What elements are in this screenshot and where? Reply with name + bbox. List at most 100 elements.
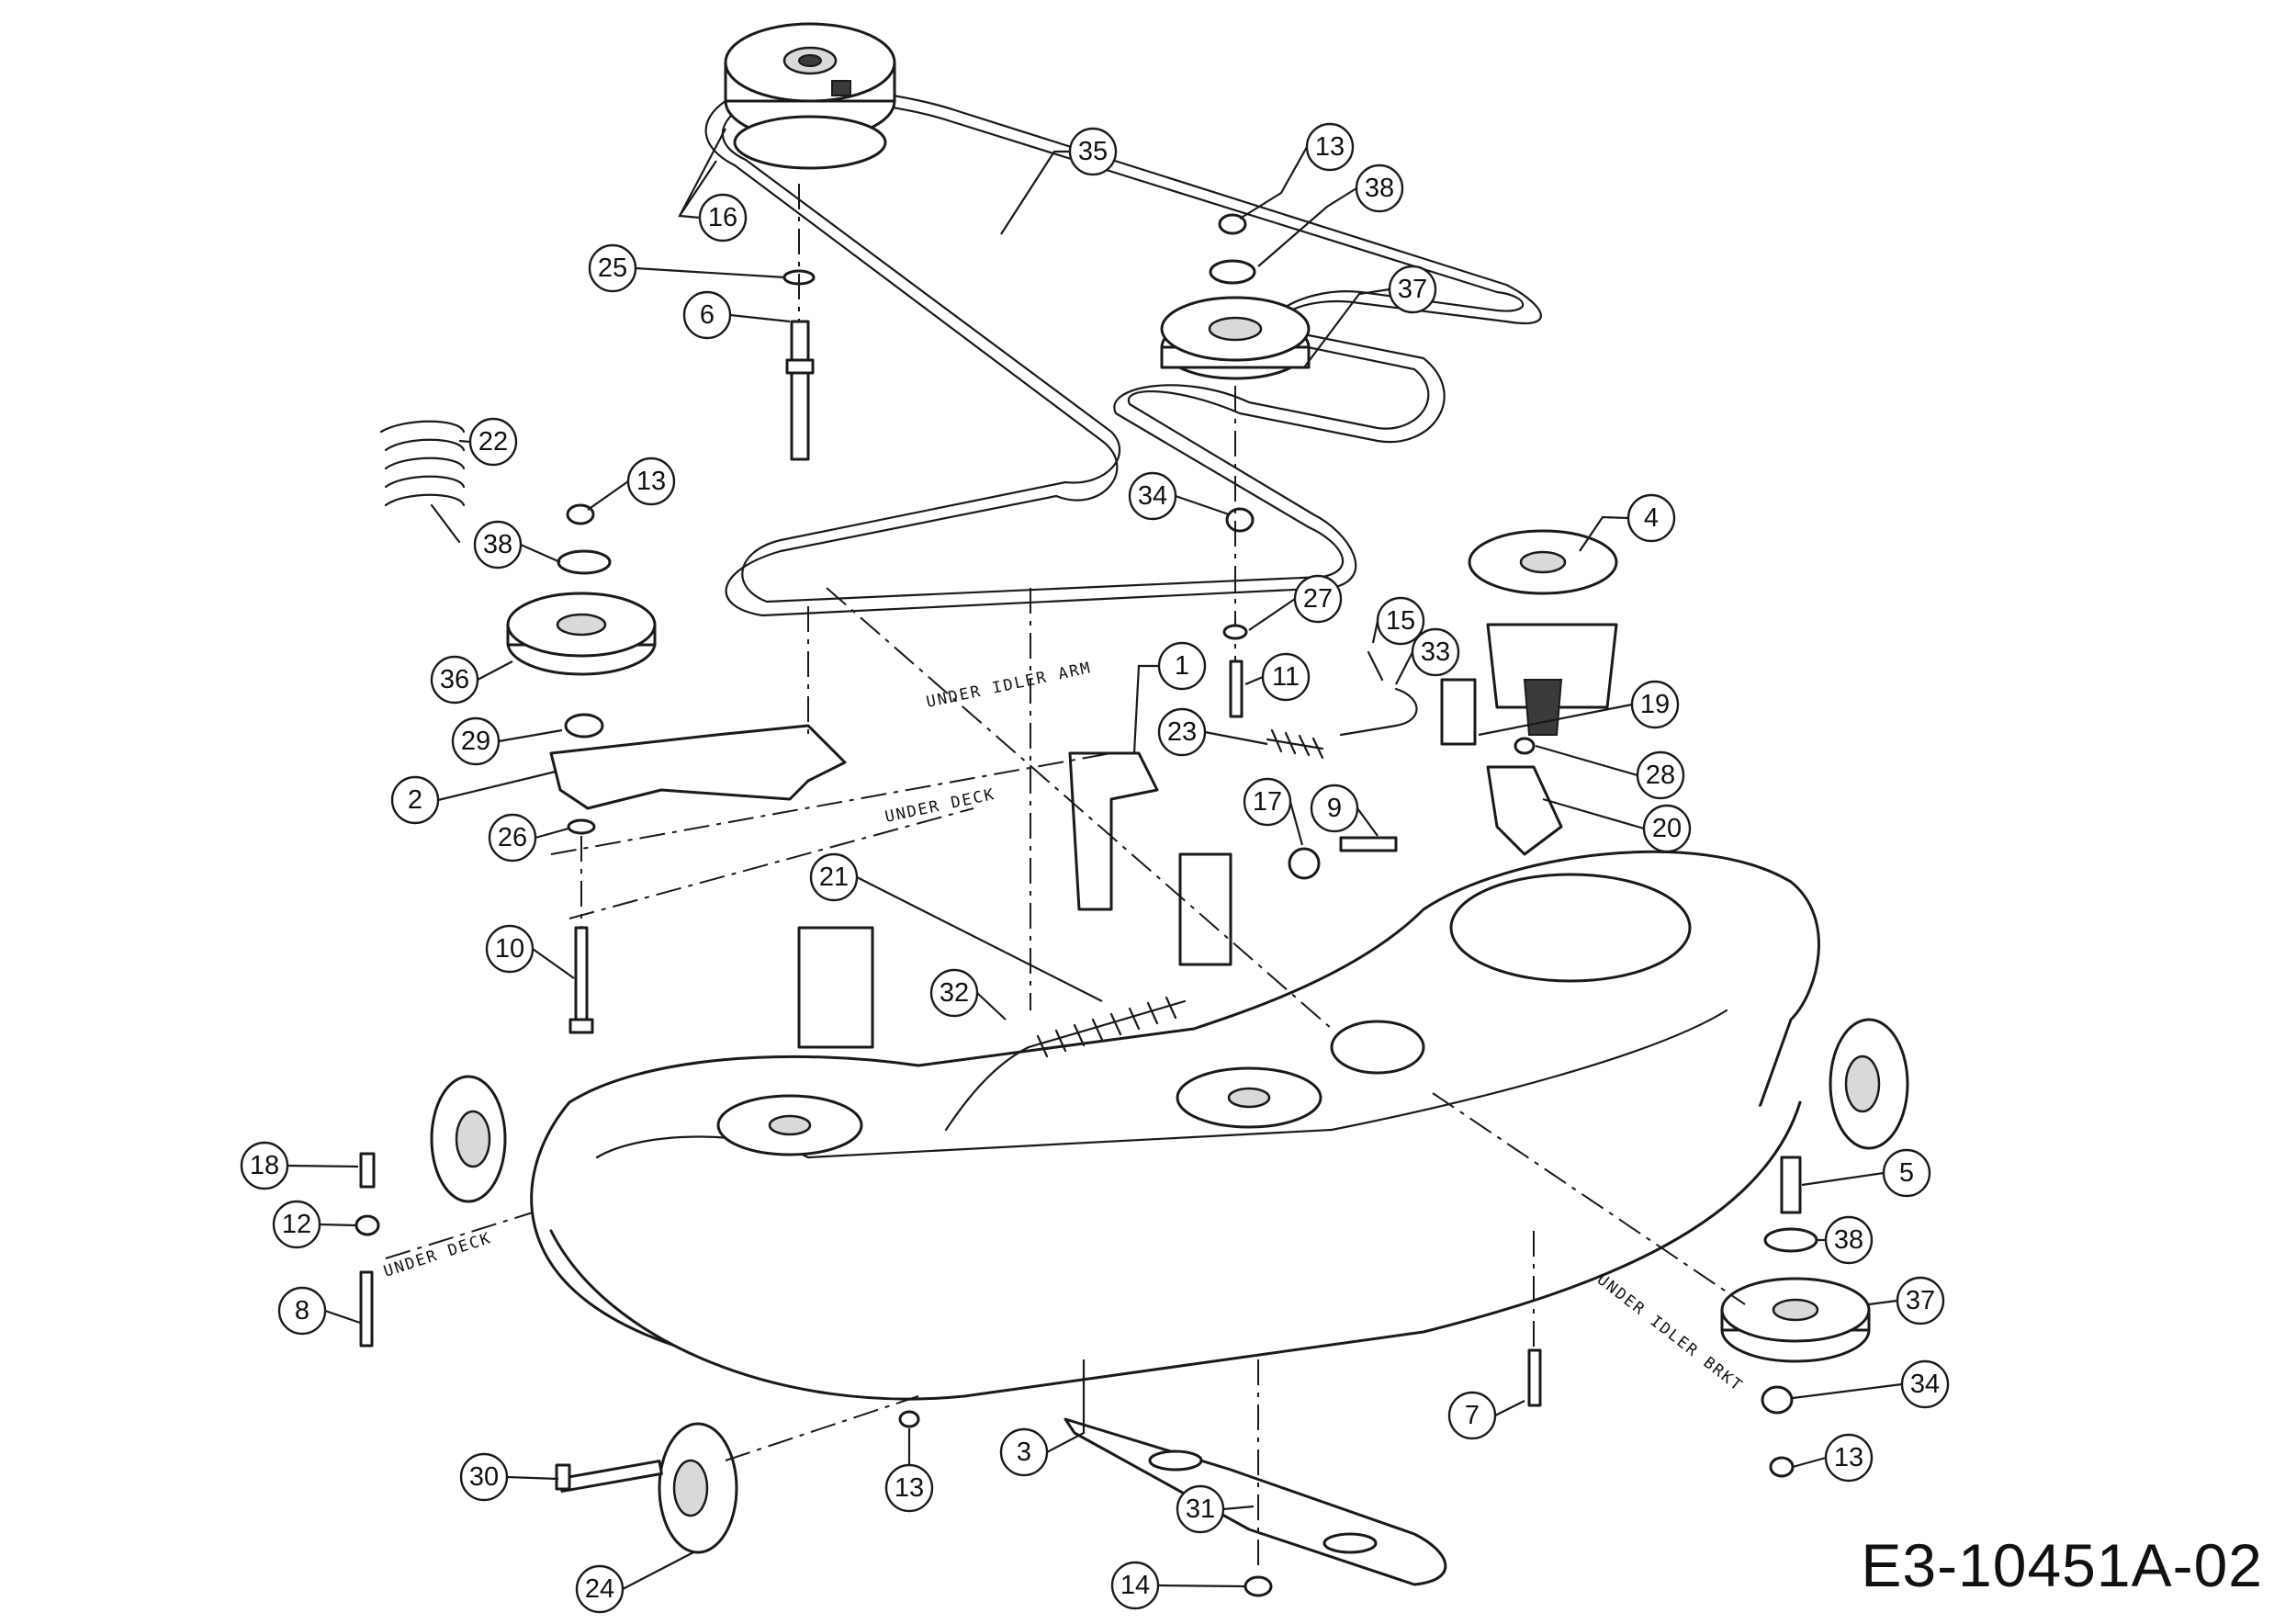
svg-text:13: 13 <box>895 1473 924 1503</box>
drawing-number: E3-10451A-02 <box>1861 1531 2263 1599</box>
bolt-10 <box>568 926 594 1034</box>
svg-text:9: 9 <box>1327 794 1342 823</box>
bracket-1 <box>1068 751 1159 911</box>
svg-text:14: 14 <box>1120 1571 1150 1600</box>
gauge-wheel-front <box>658 1422 738 1554</box>
callout-30: 30 <box>459 1452 509 1502</box>
callout-19: 19 <box>1630 680 1680 729</box>
washer-27 <box>1222 624 1248 640</box>
svg-text:24: 24 <box>585 1574 614 1604</box>
callout-34: 34 <box>1128 471 1177 521</box>
callout-22: 22 <box>468 417 518 467</box>
bolt-7 <box>1527 1348 1542 1407</box>
svg-text:37: 37 <box>1398 275 1427 304</box>
spacer-29 <box>564 713 604 739</box>
deck-spindle-opening-right <box>1449 873 1692 983</box>
callout-1: 1 <box>1157 641 1207 691</box>
svg-text:31: 31 <box>1186 1494 1215 1524</box>
callout-7: 7 <box>1447 1391 1497 1440</box>
nut-13-bottom <box>898 1410 920 1428</box>
svg-text:30: 30 <box>469 1462 499 1492</box>
callout-13: 13 <box>884 1463 934 1513</box>
deck-pulley-center <box>1176 1066 1322 1129</box>
bolt-8 <box>359 1270 374 1348</box>
callout-leaders <box>287 128 1903 1590</box>
note-under-idler-arm: UNDER IDLER ARM <box>925 659 1094 712</box>
svg-text:4: 4 <box>1644 503 1659 533</box>
callout-24: 24 <box>575 1564 625 1614</box>
svg-text:37: 37 <box>1906 1286 1935 1315</box>
callout-31: 31 <box>1176 1484 1225 1534</box>
callout-29: 29 <box>451 716 501 766</box>
svg-text:25: 25 <box>598 254 627 283</box>
spindle-4 <box>1468 529 1618 736</box>
gauge-wheel-left <box>430 1075 507 1203</box>
callout-17: 17 <box>1243 777 1292 827</box>
callout-11: 11 <box>1261 652 1311 702</box>
callout-10: 10 <box>485 924 535 974</box>
deck-front-skirt <box>549 1100 1802 1401</box>
svg-text:34: 34 <box>1910 1370 1940 1399</box>
svg-text:16: 16 <box>708 203 737 232</box>
svg-text:10: 10 <box>495 934 524 964</box>
pin-18 <box>359 1152 376 1189</box>
callout-35: 35 <box>1068 127 1118 176</box>
callout-3: 3 <box>999 1427 1049 1477</box>
svg-text:26: 26 <box>498 823 527 852</box>
nut-28 <box>1514 737 1536 755</box>
idler-arm-2 <box>549 724 847 810</box>
gauge-wheel-right <box>1829 1018 1909 1150</box>
pin <box>785 320 815 461</box>
callout-27: 27 <box>1293 574 1343 624</box>
spring-21 <box>1027 996 1187 1058</box>
svg-text:8: 8 <box>295 1296 310 1325</box>
spacer-34-right <box>1761 1385 1794 1415</box>
svg-text:28: 28 <box>1646 761 1675 790</box>
spring-19 <box>1440 678 1477 746</box>
svg-text:34: 34 <box>1138 481 1167 511</box>
callout-15: 15 <box>1376 596 1425 646</box>
svg-text:29: 29 <box>461 727 490 756</box>
svg-text:3: 3 <box>1017 1438 1031 1467</box>
callout-23: 23 <box>1157 707 1207 757</box>
washer-38-right <box>1763 1227 1818 1253</box>
svg-text:20: 20 <box>1652 814 1682 843</box>
callout-38: 38 <box>473 520 523 570</box>
svg-text:12: 12 <box>282 1210 311 1239</box>
callout-8: 8 <box>277 1286 327 1336</box>
callout-36: 36 <box>430 655 479 705</box>
note-under-deck-upper: UNDER DECK <box>884 785 997 827</box>
svg-text:1: 1 <box>1175 651 1189 681</box>
drive-belt-inner <box>721 98 1525 603</box>
idler-pulley-upper <box>1160 213 1311 533</box>
electric-clutch <box>724 22 896 170</box>
svg-text:17: 17 <box>1253 787 1282 817</box>
blade-bolt-14 <box>1244 1575 1273 1597</box>
svg-text:38: 38 <box>1365 174 1394 203</box>
svg-text:15: 15 <box>1386 606 1415 636</box>
deck-bracket-1 <box>797 926 874 1049</box>
svg-text:33: 33 <box>1421 637 1450 667</box>
callout-37: 37 <box>1896 1276 1945 1325</box>
rod-33 <box>1339 687 1418 737</box>
blade-31 <box>1064 1417 1447 1586</box>
callout-13: 13 <box>1305 122 1355 172</box>
svg-text:23: 23 <box>1167 717 1197 747</box>
deck-pulley-left <box>716 1094 863 1156</box>
callout-37: 37 <box>1388 265 1437 314</box>
callout-4: 4 <box>1626 493 1676 543</box>
pin-15 <box>1367 650 1384 682</box>
deck-bracket-2 <box>1178 852 1232 966</box>
drive-belt <box>704 85 1542 617</box>
callout-38: 38 <box>1824 1215 1874 1265</box>
spring-22 <box>379 420 466 544</box>
callout-34: 34 <box>1900 1359 1950 1409</box>
bracket-20 <box>1486 765 1563 856</box>
svg-text:13: 13 <box>636 467 666 496</box>
callout-9: 9 <box>1310 784 1359 833</box>
callout-13: 13 <box>1824 1433 1874 1483</box>
callout-2: 2 <box>390 775 440 825</box>
svg-text:13: 13 <box>1315 132 1345 162</box>
